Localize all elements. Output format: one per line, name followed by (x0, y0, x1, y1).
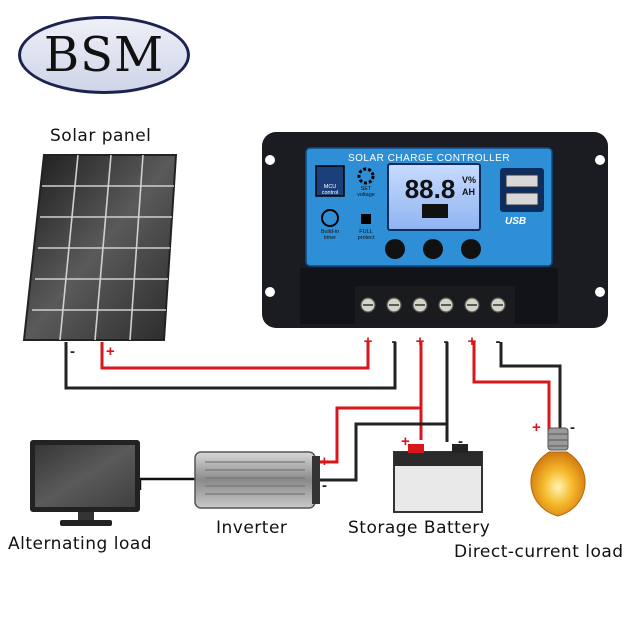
battery-minus-label: - (458, 433, 463, 450)
icon-text-full-2: protect (358, 235, 375, 241)
alternating-load-label: Alternating load (8, 534, 153, 554)
terminal-label-4: - (444, 333, 449, 350)
ac-cable (138, 477, 195, 490)
storage-battery (393, 444, 483, 513)
inverter-minus-label: - (322, 477, 327, 494)
terminal-label-2: - (392, 333, 397, 350)
terminal-label-3: + (416, 333, 425, 350)
wires (64, 342, 562, 490)
inverter-plus-label: + (320, 453, 329, 470)
inverter-negative-wire (318, 422, 447, 482)
load-plus-label: + (532, 419, 541, 436)
icon-text-timer-2: timer (324, 235, 336, 241)
terminal-label-6: - (496, 333, 501, 350)
inverter (194, 451, 320, 509)
icon-text-set-1: SET (361, 186, 372, 192)
lcd-unit-bottom: AH (462, 187, 475, 197)
solar-panel-label: Solar panel (50, 126, 152, 146)
panel-negative-wire (64, 342, 397, 390)
icon-text-set-2: voltage (357, 192, 375, 198)
panel-minus-label: - (70, 343, 75, 360)
storage-battery-label: Storage Battery (348, 518, 491, 538)
icon-text-mcu-1: MCU (324, 184, 337, 190)
light-bulb (530, 427, 586, 517)
solar-panel (22, 154, 178, 341)
bsm-logo: BSM (18, 16, 190, 94)
terminal-label-5: + (468, 333, 477, 350)
icon-text-timer-1: Build-in (321, 229, 339, 235)
load-positive-wire (472, 342, 551, 438)
load-minus-label: - (570, 419, 575, 436)
direct-current-load-label: Direct-current load (454, 542, 624, 562)
lcd-unit-top: V% (462, 175, 476, 185)
icon-text-mcu-2: control (322, 190, 339, 196)
inverter-label: Inverter (216, 518, 288, 538)
battery-plus-label: + (401, 433, 410, 450)
icon-text-full-1: FULL (359, 229, 372, 235)
load-negative-wire (499, 342, 562, 430)
lcd-readout: 88.8 (405, 174, 456, 204)
terminal-label-1: + (364, 333, 373, 350)
usb-label: USB (505, 216, 526, 227)
charge-controller (262, 132, 608, 328)
panel-positive-wire (100, 342, 370, 370)
terminal-block (355, 286, 515, 324)
controller-title: SOLAR CHARGE CONTROLLER (348, 153, 510, 164)
panel-plus-label: + (106, 343, 115, 360)
logo-text: BSM (43, 27, 165, 83)
monitor (30, 440, 140, 526)
inverter-positive-wire (318, 406, 421, 464)
